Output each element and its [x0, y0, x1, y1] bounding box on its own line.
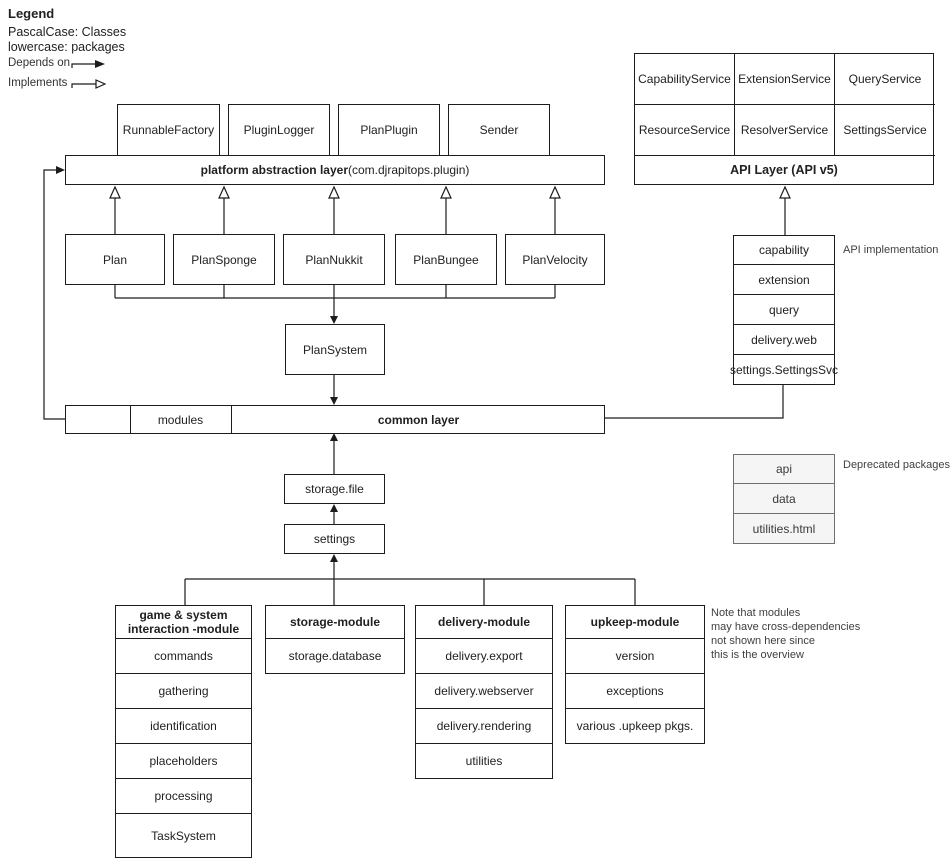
legend-depends-arrow — [71, 60, 105, 68]
module-item-utilities: utilities — [416, 743, 552, 778]
class-box-plansystem: PlanSystem — [285, 324, 385, 375]
module-item-gathering: gathering — [116, 673, 251, 708]
legend-title: Legend — [8, 6, 55, 21]
class-box-planbungee: PlanBungee — [395, 234, 497, 285]
common-to-platform-arrow — [43, 166, 65, 420]
api-services-grid: CapabilityService ExtensionService Query… — [635, 54, 935, 156]
module-item-commands: commands — [116, 638, 251, 673]
implements-arrow-api — [779, 185, 791, 235]
modules-to-settings-arrow — [330, 554, 338, 579]
package-box-delivery-web: delivery.web — [733, 325, 835, 355]
module-storage: storage-module storage.database — [265, 605, 405, 674]
module-item-placeholders: placeholders — [116, 743, 251, 778]
common-layer-divider — [130, 406, 131, 433]
module-distribution-lines — [184, 578, 636, 605]
package-box-storage-file: storage.file — [284, 474, 385, 504]
legend-implements-arrow — [71, 79, 107, 89]
api-layer-footer: API Layer (API v5) — [730, 163, 838, 177]
api-service-resource: ResourceService — [635, 105, 735, 156]
implements-arrows-platform — [109, 185, 561, 234]
api-service-extension: ExtensionService — [735, 54, 835, 105]
api-service-query: QueryService — [835, 54, 935, 105]
module-item-upkeep-pkgs: various .upkeep pkgs. — [566, 708, 704, 743]
legend-package-rule: lowercase: packages — [8, 40, 125, 54]
package-box-utilities-html: utilities.html — [733, 514, 835, 544]
package-box-extension: extension — [733, 265, 835, 295]
platform-abstraction-layer: platform abstraction layer (com.djrapito… — [65, 155, 605, 185]
api-service-resolver: ResolverService — [735, 105, 835, 156]
legend-depends-label: Depends on — [8, 57, 71, 69]
api-implementation-stack: capability extension query delivery.web … — [730, 235, 838, 385]
modules-note: Note that modules may have cross-depende… — [711, 606, 860, 662]
api-service-capability: CapabilityService — [635, 54, 735, 105]
package-box-query: query — [733, 295, 835, 325]
common-layer-modules-cell: modules — [157, 412, 204, 427]
module-delivery: delivery-module delivery.export delivery… — [415, 605, 553, 779]
common-layer-divider — [231, 406, 232, 433]
class-box-sender: Sender — [448, 104, 550, 156]
package-box-capability: capability — [733, 235, 835, 265]
module-title-line2: interaction -module — [127, 622, 240, 636]
api-service-settings: SettingsService — [835, 105, 935, 156]
note-line-1: Note that modules — [711, 607, 801, 619]
deprecated-packages-stack: api data utilities.html — [733, 454, 835, 544]
module-upkeep: upkeep-module version exceptions various… — [565, 605, 705, 744]
deprecated-packages-annotation: Deprecated packages — [843, 459, 951, 471]
module-item-delivery-rendering: delivery.rendering — [416, 708, 552, 743]
module-header: game & system interaction -module — [116, 606, 251, 638]
class-box-runnablefactory: RunnableFactory — [117, 104, 220, 156]
module-item-tasksystem: TaskSystem — [116, 813, 251, 857]
module-header: storage-module — [289, 615, 380, 629]
common-to-apiimpl-line — [605, 385, 784, 419]
platform-layer-package: (com.djrapitops.plugin) — [347, 163, 470, 177]
legend-class-rule: PascalCase: Classes — [8, 25, 127, 39]
package-box-api: api — [733, 454, 835, 484]
platform-layer-title: platform abstraction layer — [200, 163, 348, 177]
class-box-planplugin: PlanPlugin — [338, 104, 440, 156]
package-box-settings: settings — [284, 524, 385, 554]
class-box-planvelocity: PlanVelocity — [505, 234, 605, 285]
api-layer-table: CapabilityService ExtensionService Query… — [634, 53, 935, 185]
plan-merge-lines — [114, 284, 556, 324]
common-layer-bar: modules common layer — [65, 405, 605, 434]
storagefile-to-common-arrow — [330, 433, 338, 474]
module-item-identification: identification — [116, 708, 251, 743]
module-item-delivery-export: delivery.export — [416, 638, 552, 673]
module-header: delivery-module — [437, 615, 531, 629]
module-header: upkeep-module — [590, 615, 680, 629]
class-box-plansponge: PlanSponge — [173, 234, 275, 285]
plansystem-to-common-arrow — [330, 375, 338, 405]
package-box-data: data — [733, 484, 835, 514]
common-layer-title: common layer — [377, 412, 460, 427]
api-implementation-annotation: API implementation — [843, 244, 939, 256]
note-line-4: this is the overview — [711, 649, 804, 661]
module-item-processing: processing — [116, 778, 251, 813]
package-box-settings-settingssvc: settings.SettingsSvc — [730, 355, 838, 385]
module-item-storage-database: storage.database — [266, 638, 404, 673]
class-box-plan: Plan — [65, 234, 165, 285]
module-item-version: version — [566, 638, 704, 673]
settings-to-storagefile-arrow — [330, 504, 338, 524]
legend-implements-label: Implements — [8, 77, 68, 89]
note-line-2: may have cross-dependencies — [711, 621, 861, 633]
class-box-pluginlogger: PluginLogger — [228, 104, 330, 156]
class-box-plannukkit: PlanNukkit — [283, 234, 385, 285]
module-title-line1: game & system — [139, 608, 228, 622]
module-item-exceptions: exceptions — [566, 673, 704, 708]
module-game-system-interaction: game & system interaction -module comman… — [115, 605, 252, 858]
module-item-delivery-webserver: delivery.webserver — [416, 673, 552, 708]
note-line-3: not shown here since — [711, 635, 815, 647]
